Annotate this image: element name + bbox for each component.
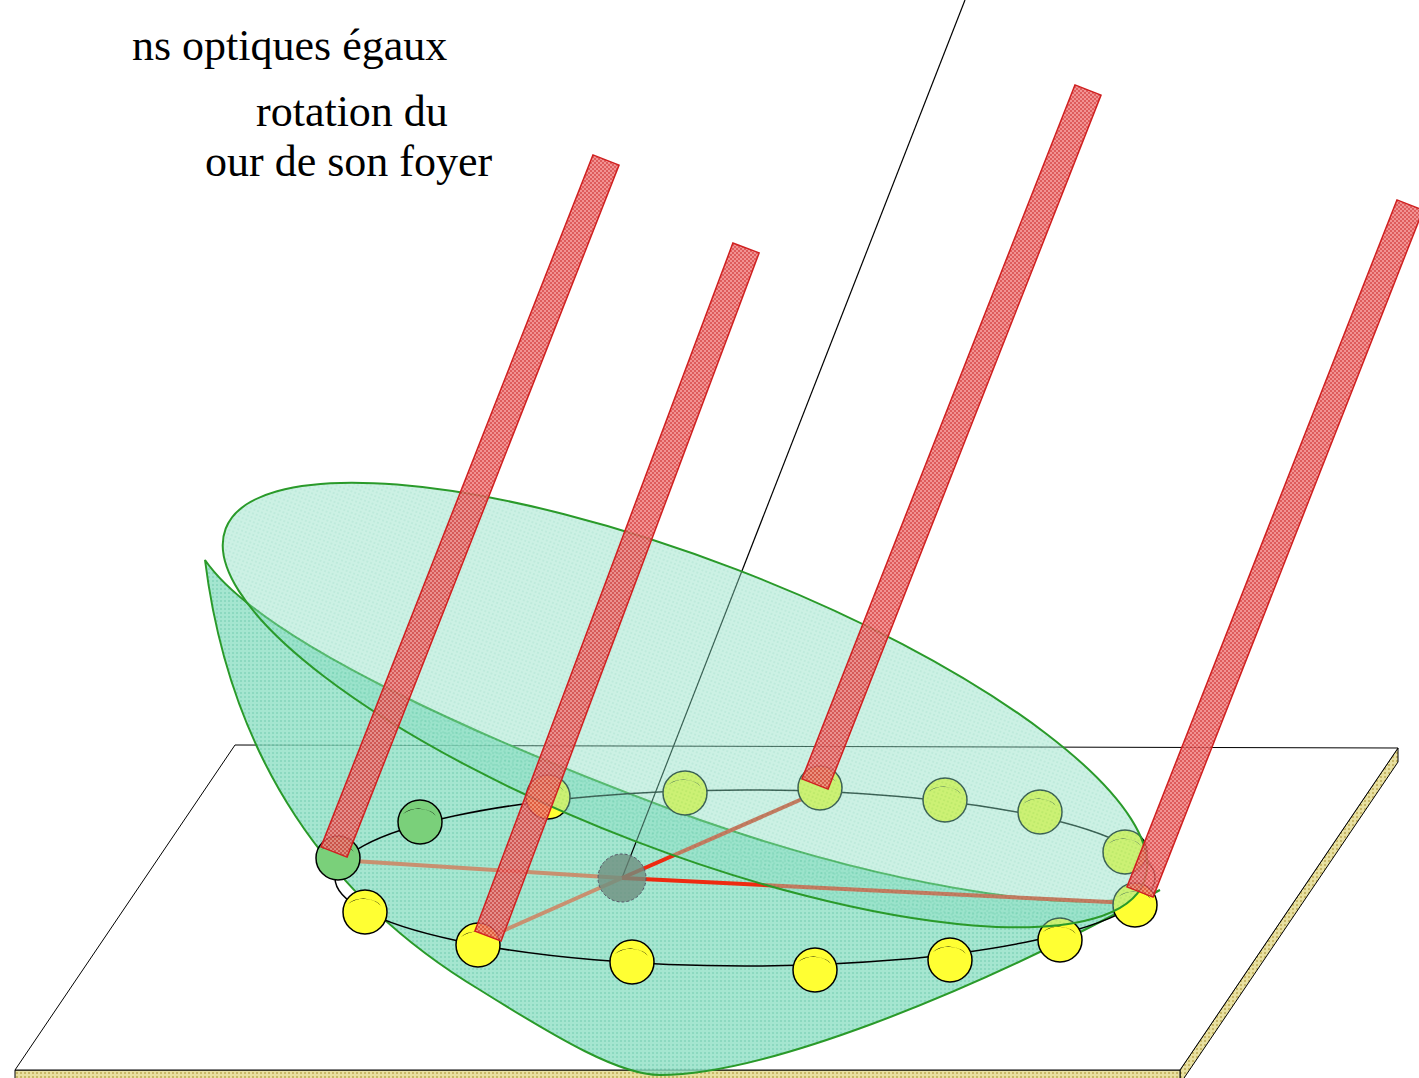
ball	[793, 948, 837, 992]
text-line: our de son foyer	[205, 138, 492, 186]
telescope-ball	[928, 938, 972, 982]
ball-cap	[798, 957, 831, 964]
light-beam	[1127, 200, 1419, 897]
ball	[928, 938, 972, 982]
ball	[610, 940, 654, 984]
light-beam	[475, 243, 759, 941]
ball-cap	[1043, 927, 1076, 934]
ball-cap	[933, 947, 966, 954]
telescope-ball	[793, 948, 837, 992]
optical-path	[338, 860, 622, 878]
ball-cap	[348, 899, 381, 906]
ball	[398, 800, 442, 844]
plane-edge	[15, 1070, 1180, 1078]
ball	[343, 890, 387, 934]
ball-cap	[403, 809, 436, 816]
text-line: ns optiques égaux	[132, 22, 447, 70]
light-beam	[321, 155, 619, 857]
text-line: rotation du	[256, 88, 448, 136]
telescope-ball	[610, 940, 654, 984]
light-beams	[321, 85, 1419, 941]
telescope-ball	[343, 890, 387, 934]
light-beam	[802, 85, 1101, 789]
ball-cap	[615, 949, 648, 956]
paraboloid-rim	[174, 393, 1197, 1016]
focus	[598, 854, 646, 902]
telescope-ball	[398, 800, 442, 844]
